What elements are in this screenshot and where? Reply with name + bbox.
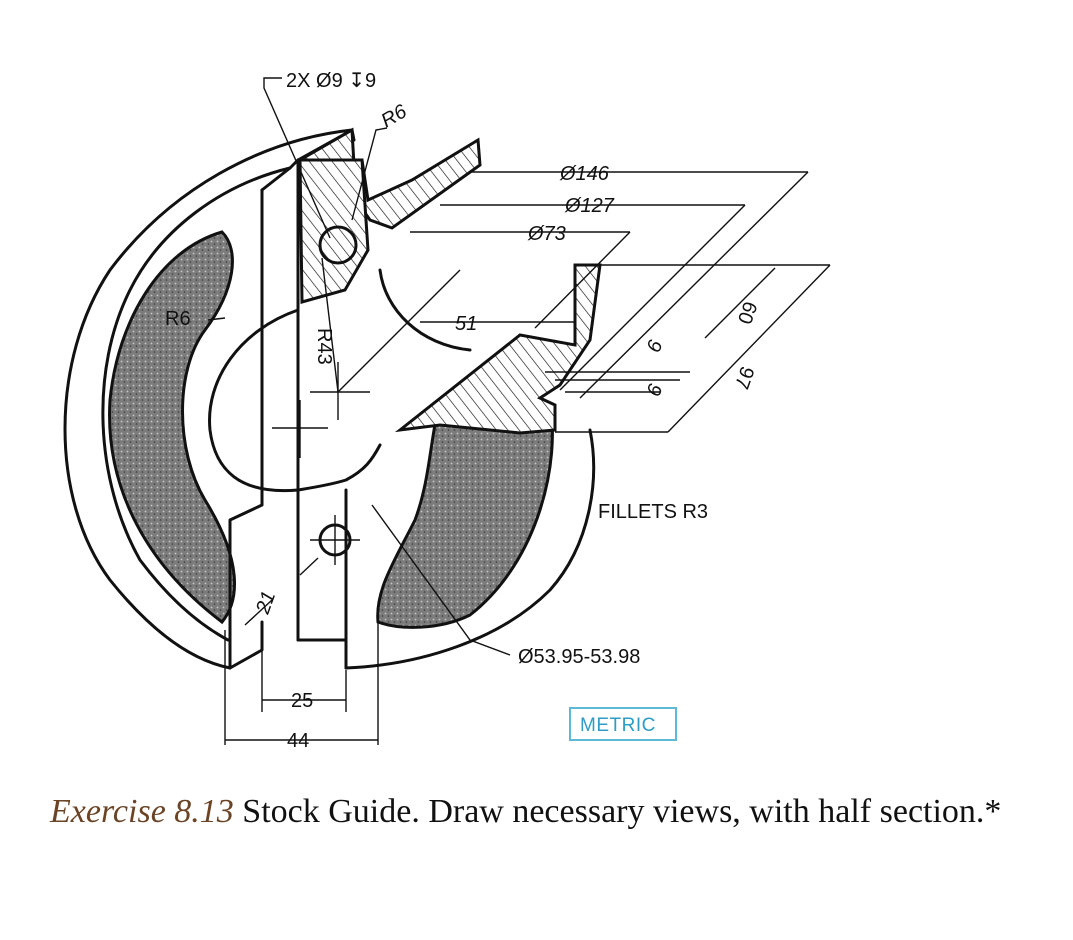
dia127-dim: Ø127 [564,195,615,217]
top-section-lower [298,158,370,304]
metric-label: METRIC [580,715,656,736]
dia73-dim: Ø73 [527,223,566,245]
top-hole [318,225,358,265]
right-flange-outline [344,428,596,670]
d25-dim: 25 [291,690,313,712]
d9a-dim: 9 [641,336,665,354]
hole-note: 2X Ø9 ↧9 [286,70,376,92]
d97-dim: 97 [730,363,758,391]
bore-dim: Ø53.95-53.98 [518,646,640,668]
center-keyway [228,158,348,670]
leader-lines [207,77,831,745]
d21-dim: 21 [252,588,281,617]
metric-stamp [569,707,677,741]
dia146-dim: Ø146 [559,163,610,185]
r6-left-dim: R6 [165,308,191,330]
bottom-section-arm [394,263,602,435]
outer-flange-outline [63,128,354,670]
d44-dim: 44 [287,730,309,752]
figure-caption: Exercise 8.13 Stock Guide. Draw necessar… [50,790,1040,834]
inner-flange-rim [101,166,292,642]
top-bore-arc [378,268,472,352]
r43-dim: R43 [313,328,335,365]
caption-label: Exercise 8.13 [50,793,234,830]
d51-dim: 51 [455,313,477,335]
bottom-lug [228,620,348,670]
r6-top-dim: R6 [378,100,412,132]
d9b-dim: 9 [641,380,665,398]
stock-guide-drawing: 2X Ø9 ↧9 R6 Ø146 Ø127 Ø73 R6 R43 51 60 9… [63,70,831,752]
central-bore [208,308,382,493]
d60-dim: 60 [733,298,761,326]
fillets-note: FILLETS R3 [598,501,708,523]
caption-text: Stock Guide. Draw necessary views, with … [233,793,1002,830]
